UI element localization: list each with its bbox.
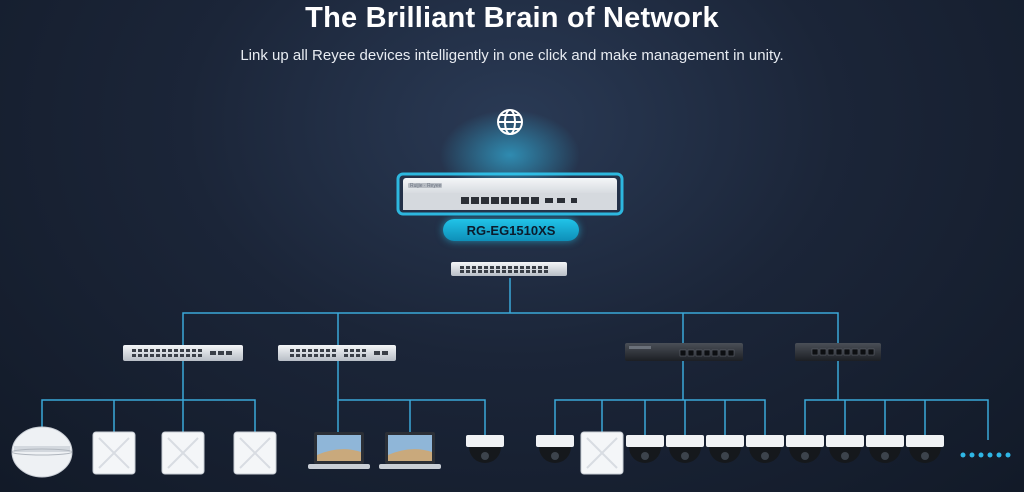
data-beams (440, 80, 580, 200)
aggregation-switch (451, 262, 567, 276)
dome-camera (466, 435, 504, 463)
poe-switch-2 (795, 343, 881, 361)
dome-camera (826, 435, 864, 463)
dome-camera (786, 435, 824, 463)
dome-camera (626, 435, 664, 463)
gateway-brand-mark: Ruijie · Reyee (410, 183, 442, 189)
ceiling-ap (580, 431, 624, 475)
page-title: The Brilliant Brain of Network (305, 2, 719, 34)
dome-camera (666, 435, 704, 463)
dome-camera (746, 435, 784, 463)
gateway-model-badge: RG-EG1510XS (443, 219, 579, 241)
poe-switch-1 (625, 343, 743, 361)
dome-camera (536, 435, 574, 463)
ceiling-ap (92, 431, 136, 475)
access-switch-2 (278, 345, 396, 361)
globe-icon (497, 109, 523, 135)
outdoor-ap (11, 426, 73, 478)
ceiling-ap (161, 431, 205, 475)
dome-camera (706, 435, 744, 463)
access-switch-1 (123, 345, 243, 361)
laptop (379, 432, 441, 469)
dome-camera (866, 435, 904, 463)
ellipsis-dots-icon (960, 452, 1011, 458)
page-subtitle: Link up all Reyee devices intelligently … (240, 47, 784, 64)
ceiling-ap (233, 431, 277, 475)
dome-camera (906, 435, 944, 463)
gateway-router: Ruijie · Reyee (396, 172, 624, 216)
connection-lines (41, 278, 989, 440)
laptop (308, 432, 370, 469)
